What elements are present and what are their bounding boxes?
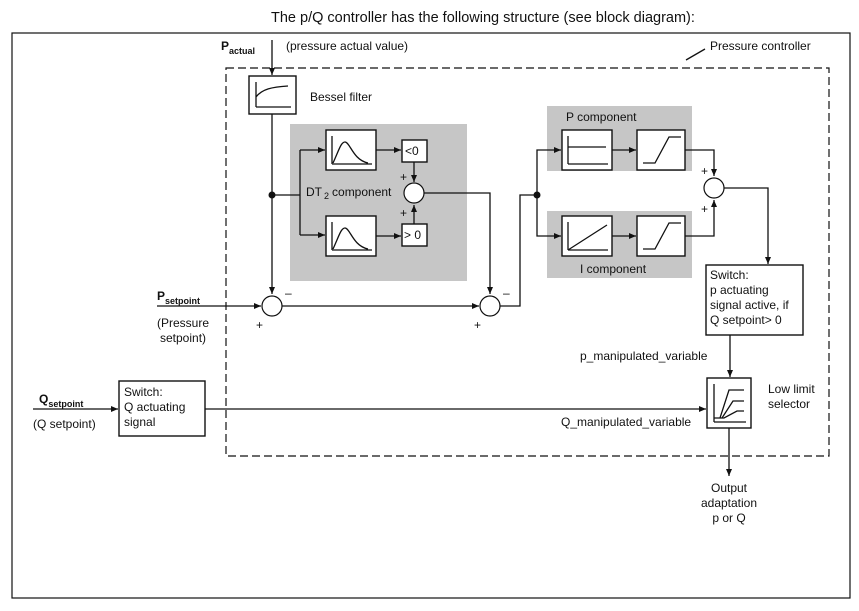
dt2-upper-icon [331, 136, 372, 165]
to-i-component [536, 195, 561, 239]
switch-p-line-2: p actuating [710, 283, 769, 297]
i-component-block [561, 215, 613, 257]
p-setpoint-description-2: setpoint) [160, 331, 206, 345]
p-setpoint-description-1: (Pressure [157, 316, 209, 330]
low-limit-selector-icon [713, 384, 746, 423]
i-limiter-icon [643, 222, 681, 250]
switch-q-line-1: Switch: [124, 385, 163, 399]
switch-q-block [118, 380, 206, 437]
switch-q-line-2: Q actuating [124, 400, 185, 414]
i-component-label: I component [580, 262, 647, 276]
setpoint-summing-junction [261, 295, 283, 317]
p-to-sum [685, 149, 717, 176]
pi-sum-plus-bottom: + [701, 202, 708, 216]
low-limit-line-2: selector [768, 397, 810, 411]
pi-sum-plus-top: + [701, 164, 708, 178]
dt2-lower-icon [331, 222, 372, 251]
sum1-minus: – [285, 286, 292, 300]
p-actual-label: Pactual [221, 39, 255, 56]
output-line-1: Output [711, 481, 748, 495]
p-component-label: P component [566, 110, 637, 124]
pressure-controller-label: Pressure controller [710, 39, 811, 53]
i-limiter-block [636, 215, 686, 257]
p-limiter-icon [643, 136, 681, 164]
q-setpoint-label: Qsetpoint [39, 392, 83, 409]
pressure-controller-boundary [225, 67, 830, 457]
p-component-icon [567, 136, 608, 165]
output-line-3: p or Q [712, 511, 745, 525]
switch-q-line-3: signal [124, 415, 155, 429]
dt2-shaded-area [290, 124, 467, 281]
cmp-lt-zero-label: <0 [405, 144, 419, 158]
switch-p-line-1: Switch: [710, 268, 749, 282]
dt2-summing-junction [403, 182, 425, 204]
i-component-icon [567, 222, 608, 251]
switch-p-block [705, 264, 804, 336]
bessel-filter-icon [255, 82, 291, 108]
sum2-plus: + [474, 318, 481, 332]
pi-output-line [724, 187, 771, 264]
p-actual-description: (pressure actual value) [286, 39, 408, 53]
p-component-block [561, 129, 613, 171]
p-manipulated-label: p_manipulated_variable [580, 349, 708, 363]
pi-summing-junction [703, 177, 725, 199]
diagram-heading: The p/Q controller has the following str… [271, 10, 695, 26]
dt2-sum-plus-bottom: + [400, 206, 407, 220]
dt2-sum-plus-top: + [400, 170, 407, 184]
output-line-2: adaptation [701, 496, 757, 510]
bessel-filter-label: Bessel filter [310, 90, 372, 104]
to-p-component [536, 147, 561, 195]
sum2-minus: – [503, 286, 510, 300]
dt2-output-line [424, 192, 493, 294]
p-limiter-block [636, 129, 686, 171]
switch-p-line-3: signal active, if [710, 298, 789, 312]
q-manipulated-label: Q_manipulated_variable [561, 415, 691, 429]
switch-p-line-4: Q setpoint> 0 [710, 313, 782, 327]
i-to-sum [685, 200, 717, 237]
controller-input-line [500, 194, 537, 307]
pressure-controller-leader [685, 48, 706, 61]
low-limit-line-1: Low limit [768, 382, 815, 396]
outer-frame [11, 32, 851, 599]
sum1-plus: + [256, 318, 263, 332]
p-setpoint-label: Psetpoint [157, 289, 200, 306]
cmp-gt-zero-label: > 0 [404, 228, 421, 242]
error-summing-junction [479, 295, 501, 317]
q-setpoint-description: (Q setpoint) [33, 417, 96, 431]
